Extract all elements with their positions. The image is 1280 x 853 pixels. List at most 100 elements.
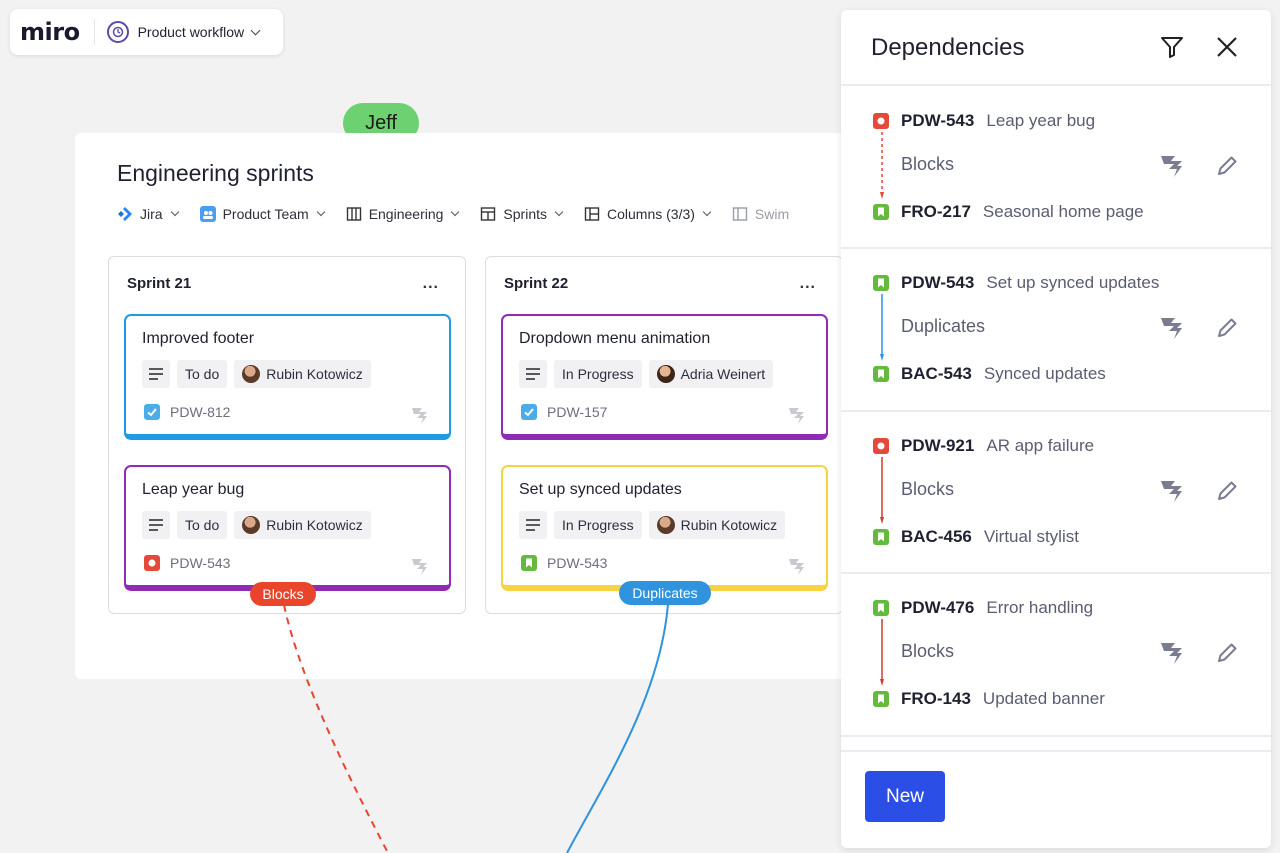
card-meta: In Progress Adria Weinert bbox=[519, 360, 780, 388]
jira-icon[interactable] bbox=[786, 555, 808, 577]
filter-jira[interactable]: Jira bbox=[117, 206, 179, 222]
issue-key[interactable]: BAC-456 bbox=[901, 527, 972, 546]
bug-icon bbox=[873, 438, 889, 454]
issue-key[interactable]: PDW-543 bbox=[547, 555, 608, 571]
board-filters: Jira Product Team Engineering Sprints Co… bbox=[117, 206, 811, 222]
chevron-down-icon[interactable] bbox=[250, 25, 261, 35]
issue-key[interactable]: BAC-543 bbox=[901, 364, 972, 383]
edit-pencil-icon[interactable] bbox=[1213, 314, 1241, 342]
assignee-chip[interactable]: Rubin Kotowicz bbox=[234, 360, 371, 388]
assignee-chip[interactable]: Adria Weinert bbox=[648, 360, 774, 388]
issue-key[interactable]: PDW-921 bbox=[901, 436, 975, 455]
board-name-dropdown[interactable]: Product workflow bbox=[137, 24, 245, 40]
dependency-item[interactable]: PDW-476 Error handling Blocks FRO-143 Up… bbox=[841, 573, 1271, 735]
issue-summary: AR app failure bbox=[986, 436, 1095, 455]
jira-icon bbox=[118, 207, 132, 221]
issue-key[interactable]: PDW-476 bbox=[901, 598, 975, 617]
edit-pencil-icon[interactable] bbox=[1213, 639, 1241, 667]
status-chip[interactable]: In Progress bbox=[554, 360, 642, 388]
divider bbox=[841, 572, 1271, 574]
description-icon[interactable] bbox=[519, 511, 547, 539]
board-title: Engineering sprints bbox=[117, 160, 314, 186]
filter-icon[interactable] bbox=[1159, 34, 1185, 60]
assignee-name: Rubin Kotowicz bbox=[266, 517, 363, 533]
task-icon bbox=[521, 404, 537, 420]
issue-card[interactable]: Improved footer To do Rubin Kotowicz PDW… bbox=[124, 314, 451, 440]
story-icon bbox=[873, 204, 889, 220]
description-icon[interactable] bbox=[142, 511, 170, 539]
dependency-item[interactable]: PDW-543 Set up synced updates Duplicates… bbox=[841, 248, 1271, 410]
relation-label: Blocks bbox=[901, 154, 955, 174]
issue-key[interactable]: FRO-217 bbox=[901, 202, 971, 221]
bug-icon bbox=[144, 555, 160, 571]
divider bbox=[841, 410, 1271, 412]
toolbar-divider bbox=[93, 19, 95, 45]
columns-icon bbox=[346, 207, 361, 221]
duplicates-badge[interactable]: Duplicates bbox=[619, 581, 711, 605]
card-title: Leap year bug bbox=[142, 481, 245, 498]
dependency-item[interactable]: PDW-543 Leap year bug Blocks FRO-217 Sea… bbox=[841, 86, 1271, 248]
status-chip[interactable]: To do bbox=[177, 360, 228, 388]
avatar bbox=[242, 365, 261, 383]
filter-swimlanes[interactable]: Swim bbox=[732, 206, 789, 222]
issue-key[interactable]: PDW-543 bbox=[901, 273, 975, 292]
jira-icon[interactable] bbox=[1157, 475, 1187, 505]
jira-icon[interactable] bbox=[1157, 312, 1187, 342]
issue-summary: Error handling bbox=[986, 598, 1094, 617]
chevron-down-icon bbox=[554, 207, 564, 217]
avatar bbox=[656, 516, 675, 534]
more-options-icon[interactable]: ... bbox=[422, 275, 439, 292]
issue-card[interactable]: Leap year bug To do Rubin Kotowicz PDW-5… bbox=[124, 465, 451, 591]
filter-sprints[interactable]: Sprints bbox=[480, 206, 564, 222]
task-icon bbox=[144, 404, 160, 420]
assignee-name: Rubin Kotowicz bbox=[680, 517, 778, 533]
issue-key[interactable]: PDW-812 bbox=[170, 404, 231, 420]
filter-columns[interactable]: Columns (3/3) bbox=[584, 206, 712, 222]
sprint-column-21: Sprint 21 ... Improved footer To do Rubi… bbox=[108, 256, 466, 614]
jira-icon[interactable] bbox=[409, 555, 431, 577]
issue-card[interactable]: Dropdown menu animation In Progress Adri… bbox=[501, 314, 828, 440]
story-icon bbox=[873, 275, 889, 291]
engineering-sprints-board[interactable]: Engineering sprints Jira Product Team En… bbox=[75, 133, 875, 679]
issue-key[interactable]: PDW-543 bbox=[901, 111, 975, 130]
team-icon bbox=[199, 206, 216, 222]
issue-key[interactable]: PDW-157 bbox=[547, 404, 608, 420]
jira-icon[interactable] bbox=[786, 404, 808, 426]
issue-key[interactable]: PDW-543 bbox=[170, 555, 231, 571]
dependencies-panel: Dependencies PDW-543 Leap year bug Block… bbox=[841, 10, 1271, 848]
dependency-item[interactable]: PDW-921 AR app failure Blocks BAC-456 Vi… bbox=[841, 411, 1271, 573]
issue-summary: Synced updates bbox=[983, 364, 1106, 383]
description-icon[interactable] bbox=[142, 360, 170, 388]
issue-card[interactable]: Set up synced updates In Progress Rubin … bbox=[501, 465, 828, 591]
story-icon bbox=[873, 366, 889, 382]
more-options-icon[interactable]: ... bbox=[799, 275, 816, 292]
assignee-chip[interactable]: Rubin Kotowicz bbox=[234, 511, 371, 539]
issue-key[interactable]: FRO-143 bbox=[901, 689, 971, 708]
chevron-down-icon bbox=[316, 207, 325, 217]
relation-label: Duplicates bbox=[901, 316, 986, 336]
jira-icon[interactable] bbox=[1157, 637, 1187, 667]
card-footer: PDW-812 bbox=[144, 404, 230, 420]
blocks-badge[interactable]: Blocks bbox=[250, 582, 316, 606]
relation-label: Blocks bbox=[901, 641, 955, 661]
top-toolbar: miro Product workflow bbox=[10, 9, 283, 55]
relation-arrow bbox=[880, 619, 884, 686]
status-chip[interactable]: In Progress bbox=[554, 511, 642, 539]
close-icon[interactable] bbox=[1214, 34, 1240, 60]
miro-logo[interactable]: miro bbox=[20, 18, 80, 46]
edit-pencil-icon[interactable] bbox=[1213, 152, 1241, 180]
jira-icon[interactable] bbox=[409, 404, 431, 426]
edit-pencil-icon[interactable] bbox=[1213, 477, 1241, 505]
status-chip[interactable]: To do bbox=[177, 511, 228, 539]
jira-icon[interactable] bbox=[1157, 150, 1187, 180]
card-title: Dropdown menu animation bbox=[519, 330, 711, 347]
filter-product-team[interactable]: Product Team bbox=[199, 206, 325, 222]
filter-label: Swim bbox=[754, 206, 790, 222]
new-dependency-button[interactable]: New bbox=[865, 771, 945, 822]
description-icon[interactable] bbox=[519, 360, 547, 388]
assignee-chip[interactable]: Rubin Kotowicz bbox=[648, 511, 786, 539]
filter-engineering[interactable]: Engineering bbox=[346, 206, 460, 222]
board-icon bbox=[106, 21, 129, 43]
swimlane-icon bbox=[732, 207, 748, 221]
issue-summary: Set up synced updates bbox=[986, 273, 1160, 292]
